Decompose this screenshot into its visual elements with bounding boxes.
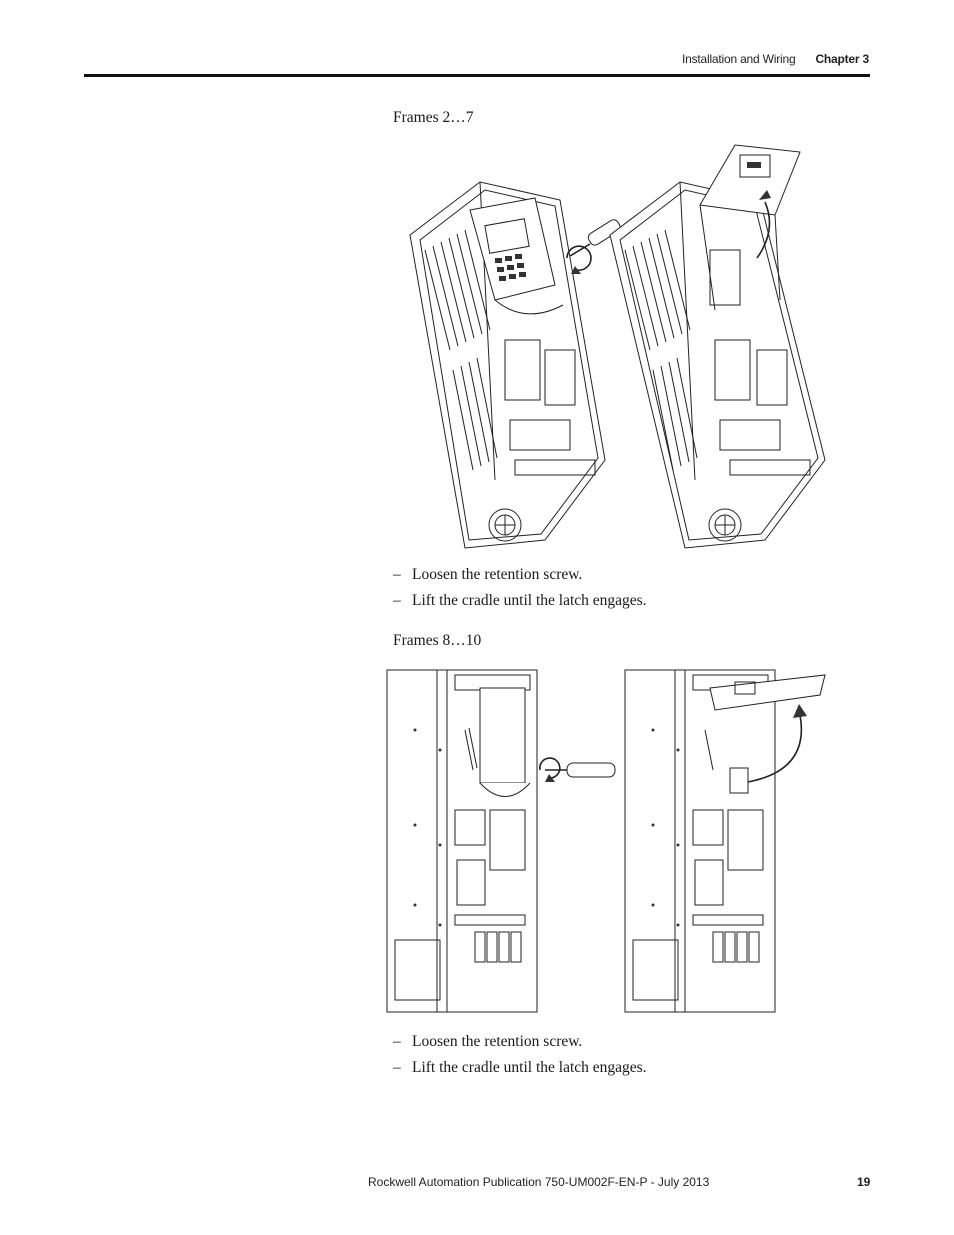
figure-frames-8-10	[385, 660, 835, 1015]
list-item: –Lift the cradle until the latch engages…	[393, 1058, 647, 1076]
header-section: Installation and Wiring	[681, 52, 796, 66]
caption-frames-8-10: Frames 8…10	[393, 632, 482, 649]
drive-illustration-closed-large	[386, 669, 616, 1013]
list-item: –Lift the cradle until the latch engages…	[393, 591, 647, 609]
figure-frames-2-7	[395, 140, 835, 555]
caption-frames-2-7: Frames 2…7	[393, 109, 474, 126]
header-rule	[84, 74, 870, 77]
page-number: 19	[857, 1175, 871, 1189]
steps-frames-2-7: –Loosen the retention screw. –Lift the c…	[393, 566, 647, 617]
steps-frames-8-10: –Loosen the retention screw. –Lift the c…	[393, 1033, 647, 1084]
drive-illustration-open	[609, 144, 826, 549]
drive-illustration-closed	[409, 181, 621, 549]
running-header: Installation and Wiring Chapter 3	[682, 52, 869, 66]
drive-illustration-open-large	[624, 669, 826, 1013]
footer-publication: Rockwell Automation Publication 750-UM00…	[368, 1175, 710, 1189]
list-item: –Loosen the retention screw.	[393, 1033, 583, 1050]
header-chapter: Chapter 3	[815, 52, 869, 66]
list-item: –Loosen the retention screw.	[393, 566, 583, 583]
